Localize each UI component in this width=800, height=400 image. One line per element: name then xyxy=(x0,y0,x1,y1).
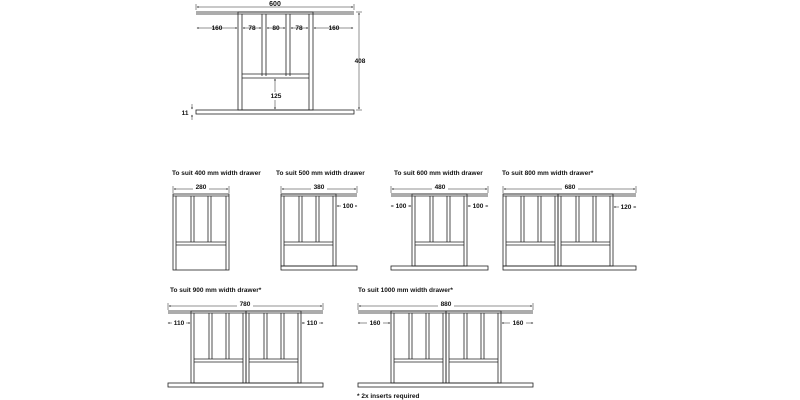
dim-inner-height: 125 xyxy=(271,93,282,100)
caption-400: To suit 400 mm width drawer xyxy=(172,170,261,177)
variant-900: To suit 900 mm width drawer* 780 110 xyxy=(167,287,324,388)
dim-segment-1: 160 xyxy=(212,25,223,32)
main-insert-drawing: 600 160 78 80 78 160 408 125 11 xyxy=(182,1,366,120)
dim-segment-2: 78 xyxy=(248,25,256,32)
offset-right-900: 110 xyxy=(307,320,318,327)
caption-1000: To suit 1000 mm width drawer* xyxy=(358,287,453,294)
width-800: 680 xyxy=(565,184,576,191)
dim-overall-width: 600 xyxy=(269,1,281,8)
width-600: 480 xyxy=(435,184,446,191)
offset-left-900: 110 xyxy=(174,320,185,327)
caption-600: To suit 600 mm width drawer xyxy=(394,170,483,177)
offset-right-1000: 160 xyxy=(513,320,524,327)
width-1000: 880 xyxy=(441,301,452,308)
variant-500: To suit 500 mm width drawer 380 100 xyxy=(276,170,365,271)
width-500: 380 xyxy=(314,184,325,191)
offset-right-600: 100 xyxy=(473,203,484,210)
offset-left-1000: 160 xyxy=(370,320,381,327)
variant-400: To suit 400 mm width drawer 280 xyxy=(172,170,261,271)
offset-right-500: 100 xyxy=(343,203,354,210)
offset-left-600: 100 xyxy=(396,203,407,210)
dim-segment-4: 78 xyxy=(295,25,303,32)
dim-base-height: 11 xyxy=(182,110,189,117)
variant-1000: To suit 1000 mm width drawer* 880 160 xyxy=(357,287,534,388)
dim-segment-3: 80 xyxy=(272,25,280,32)
variant-600: To suit 600 mm width drawer 480 100 100 xyxy=(390,170,489,271)
width-400: 280 xyxy=(196,184,207,191)
footnote: * 2x inserts required xyxy=(357,393,420,400)
base-plinth xyxy=(195,109,355,115)
caption-500: To suit 500 mm width drawer xyxy=(276,170,365,177)
width-900: 780 xyxy=(240,301,251,308)
dim-segment-5: 160 xyxy=(329,25,340,32)
caption-900: To suit 900 mm width drawer* xyxy=(170,287,262,294)
dim-height: 408 xyxy=(355,58,366,65)
caption-800: To suit 800 mm width drawer* xyxy=(502,170,594,177)
variant-800: To suit 800 mm width drawer* 680 120 xyxy=(502,170,637,271)
offset-right-800: 120 xyxy=(621,204,632,211)
